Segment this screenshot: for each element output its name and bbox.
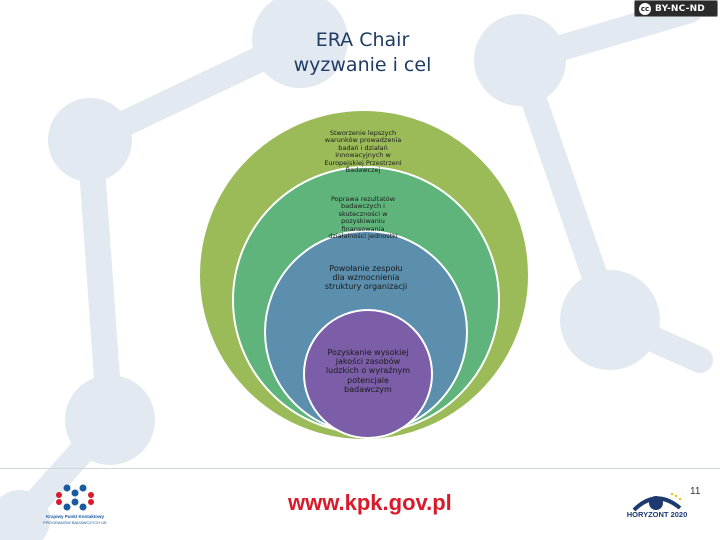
slide-title: ERA Chair wyzwanie i cel — [230, 28, 495, 78]
footer-divider — [0, 468, 720, 469]
outer-circle-label: Stworzenie lepszych warunków prowadzenia… — [324, 129, 402, 175]
page-number: 11 — [690, 486, 701, 497]
third-circle-label: Powołanie zespołu dla wzmocnienia strukt… — [324, 264, 408, 292]
license-label: BY-NC-ND — [655, 3, 705, 14]
kpk-name: Krajowy Punkt Kontaktowy — [45, 514, 104, 519]
cc-license-badge: cc BY-NC-ND — [634, 0, 718, 17]
inner-circle — [303, 309, 433, 439]
kpk-logo-icon — [56, 484, 94, 511]
horizon-2020-label: HORYZONT 2020 — [626, 510, 688, 519]
kpk-subtitle: PROGRAMÓW BADAWCZYCH UE — [43, 520, 107, 525]
inner-circle-label: Pozyskanie wysokiej jakości zasobów ludz… — [325, 348, 411, 394]
title-line-2: wyzwanie i cel — [293, 54, 432, 76]
title-line-1: ERA Chair — [315, 29, 410, 51]
website-link[interactable]: www.kpk.gov.pl — [288, 490, 452, 515]
horizon-2020-logo-icon — [632, 492, 682, 512]
second-circle-label: Poprawa rezultatów badawczych i skuteczn… — [328, 195, 398, 241]
creative-commons-icon: cc — [639, 2, 651, 15]
